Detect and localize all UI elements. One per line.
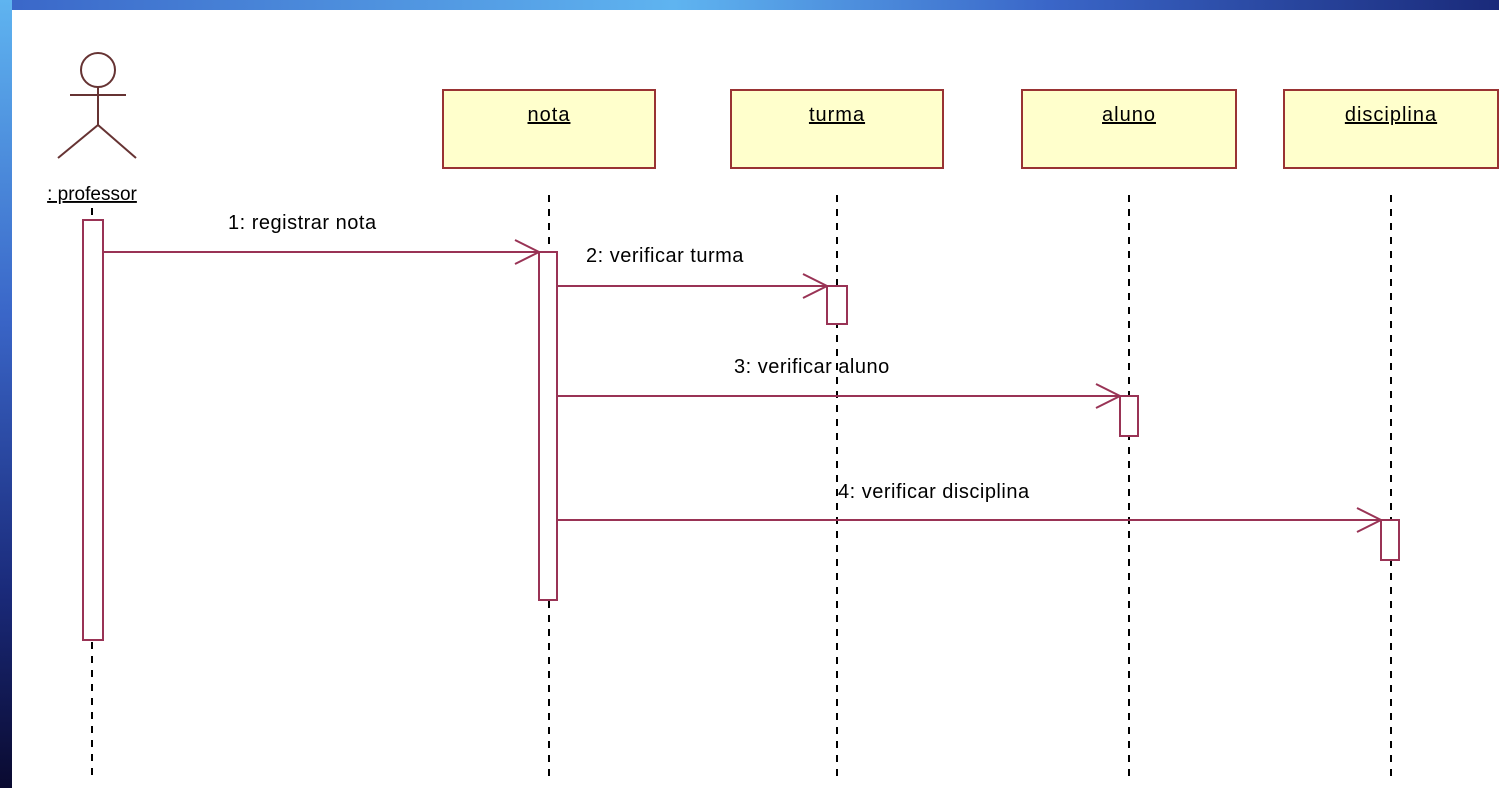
object-nota[interactable]: nota [442,89,656,169]
object-label-nota: nota [528,104,571,126]
arrowhead-icon [514,239,542,265]
message-2[interactable]: 2: verificar turma [557,245,830,299]
object-label-aluno: aluno [1102,104,1156,126]
arrowhead-icon [802,273,830,299]
arrowhead-icon [1095,383,1123,409]
message-label: 1: registrar nota [228,212,377,234]
stick-figure-icon [57,52,137,159]
actor-professor[interactable]: : professor [47,52,138,205]
object-label-turma: turma [809,104,865,126]
actor-label: : professor [47,184,137,205]
message-4[interactable]: 4: verificar disciplina [557,481,1384,533]
object-turma[interactable]: turma [730,89,944,169]
activation-aluno [1119,395,1139,437]
activation-turma [826,285,848,325]
object-aluno[interactable]: aluno [1021,89,1237,169]
activation-professor [82,219,104,641]
message-1[interactable]: 1: registrar nota [103,212,542,265]
message-label: 2: verificar turma [586,245,744,267]
arrowhead-icon [1356,507,1384,533]
object-disciplina[interactable]: disciplina [1283,89,1499,169]
diagram-canvas: : professor nota turma aluno disciplina [12,10,1499,788]
frame-left-border [0,0,12,788]
message-3[interactable]: 3: verificar aluno [557,356,1123,409]
frame-top-border [0,0,1499,10]
activation-disciplina [1380,519,1400,561]
message-label: 3: verificar aluno [734,356,890,378]
object-label-disciplina: disciplina [1345,104,1437,126]
message-label: 4: verificar disciplina [838,481,1030,503]
activation-nota [538,251,558,601]
sequence-diagram: : professor nota turma aluno disciplina [47,52,1499,778]
